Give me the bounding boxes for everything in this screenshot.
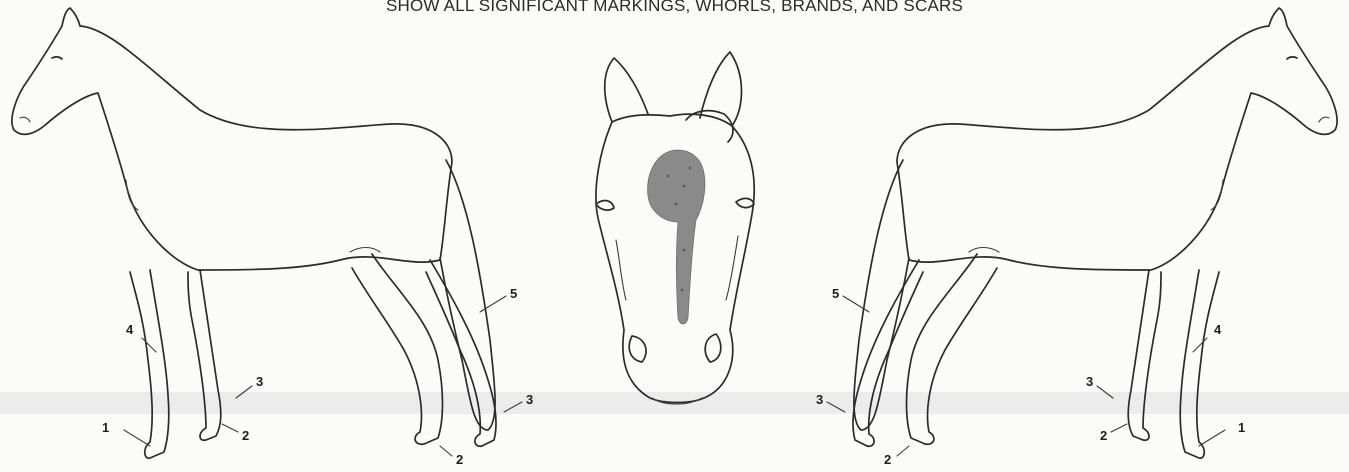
head-right-eye: [736, 198, 754, 207]
left-horse-hind-leg-near: [352, 254, 443, 444]
left-horse-nostril: [20, 117, 30, 122]
blaze-texture: [667, 175, 670, 178]
left-label-3b: 3: [526, 392, 533, 407]
front-head-view: [596, 52, 754, 404]
left-horse-flank-line: [350, 248, 380, 253]
left-horse-tail: [440, 160, 495, 430]
left-label-2b: 2: [456, 452, 463, 467]
head-left-eye: [596, 201, 614, 211]
left-label-4: 4: [126, 322, 134, 337]
right-label-3b: 3: [816, 392, 823, 407]
right-leader-4: [1193, 338, 1207, 352]
head-right-nostril: [705, 334, 721, 362]
right-label-5: 5: [832, 286, 839, 301]
right-side-horse-outline: [827, 8, 1337, 458]
head-blaze-marking: [648, 150, 705, 324]
right-label-1: 1: [1238, 420, 1245, 435]
left-label-1: 1: [102, 420, 109, 435]
left-label-3a: 3: [256, 374, 263, 389]
left-horse-front-leg-near: [130, 270, 169, 458]
head-forelock: [686, 111, 733, 142]
blaze-texture: [689, 167, 692, 170]
right-horse-flank-line: [969, 248, 999, 253]
right-leader-1: [1199, 430, 1225, 446]
head-left-ear: [605, 58, 648, 122]
blaze-texture: [683, 185, 686, 188]
head-left-cheek: [616, 240, 626, 300]
left-leader-2b: [440, 446, 452, 456]
right-label-4: 4: [1214, 322, 1222, 337]
left-leader-1: [124, 430, 150, 446]
right-horse-front-leg-far: [1128, 270, 1161, 440]
left-leader-4: [142, 338, 156, 352]
left-horse-front-leg-far: [188, 270, 221, 440]
head-left-nostril: [629, 336, 646, 362]
left-horse-body-outline: [12, 8, 452, 270]
right-horse-hind-leg-near: [907, 254, 998, 444]
right-horse-shoulder-line: [1211, 180, 1223, 210]
left-label-5: 5: [510, 286, 517, 301]
right-horse-labels: 4 1 3 2 5 3 2: [816, 286, 1245, 467]
right-label-2b: 2: [884, 452, 891, 467]
left-horse-shoulder-line: [126, 180, 138, 210]
right-horse-tail: [854, 160, 909, 430]
right-label-2a: 2: [1100, 428, 1107, 443]
blaze-texture: [675, 203, 678, 206]
right-leader-2a: [1111, 424, 1127, 432]
right-leader-2b: [897, 446, 909, 456]
blaze-texture: [681, 289, 684, 292]
right-horse-eye: [1287, 57, 1297, 59]
right-label-3a: 3: [1086, 374, 1093, 389]
left-horse-eye: [52, 57, 62, 59]
right-horse-front-leg-near: [1180, 270, 1219, 458]
left-label-2a: 2: [242, 428, 249, 443]
right-horse-body-outline: [897, 8, 1337, 270]
blaze-texture: [683, 249, 686, 252]
left-leader-2a: [222, 424, 238, 432]
right-horse-nostril: [1319, 117, 1329, 122]
